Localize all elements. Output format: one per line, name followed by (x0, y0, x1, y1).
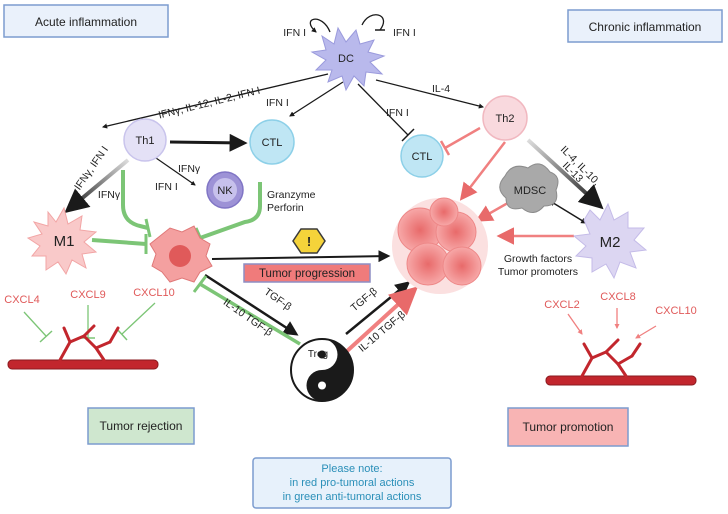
ctl-right-cell: CTL (400, 134, 444, 178)
dc-self-loop-right (361, 14, 385, 31)
mdsc-cell: MDSC (499, 163, 559, 213)
arrow-dc-ctl (289, 81, 344, 117)
tumor-promotion-label: Tumor promotion (523, 420, 614, 434)
label-cxcl4: CXCL4 (4, 294, 39, 306)
chronic-inflammation-box: Chronic inflammation (567, 9, 723, 43)
label-th1-m1: IFNγ, IFN I (72, 144, 111, 192)
note-green: in green anti-tumoral actions (283, 491, 422, 503)
blood-vessel-left (7, 324, 159, 370)
note-title: Please note: (321, 463, 382, 475)
label-il10-tgfb-2: IL-10 TGF-β (356, 309, 408, 355)
blood-vessel-right (545, 338, 697, 386)
ctl-right-label: CTL (412, 151, 433, 163)
acute-inflammation-label: Acute inflammation (35, 15, 137, 29)
green-inhibitions (23, 170, 301, 346)
tumor-progression-label: Tumor progression (259, 268, 355, 280)
label-cxcl10-left: CXCL10 (133, 287, 175, 299)
label-perforin: Perforin (267, 202, 304, 214)
label-th1-ifng-tumor: IFNγ (98, 189, 121, 201)
tumor-cell-small (149, 225, 213, 283)
treg-cell: Treg (290, 338, 354, 402)
arrow-th1-m1 (64, 158, 130, 214)
note-box: Please note: in red pro-tumoral actions … (252, 457, 452, 509)
label-tumor-promoters: Tumor promoters (498, 266, 578, 278)
svg-text:!: ! (307, 234, 311, 249)
th2-cell: Th2 (482, 95, 528, 141)
label-cxcl10-right: CXCL10 (655, 305, 697, 317)
arrow-tumor-treg (204, 273, 299, 336)
label-granzyme: Granzyme (267, 189, 316, 201)
label-cxcl9: CXCL9 (70, 289, 105, 301)
chronic-inflammation-label: Chronic inflammation (589, 20, 702, 34)
dc-cell: DC (310, 26, 386, 92)
treg-label: Treg (308, 349, 328, 360)
m1-label: M1 (54, 233, 75, 250)
ctl-left-cell: CTL (249, 119, 295, 165)
arrow-th1-ctl (169, 133, 248, 152)
label-th1-ifn1-nk: IFN I (155, 181, 178, 193)
label-dc-th1: IFNγ, IL-12, IL-2, IFN I (157, 85, 261, 122)
arrow-dc-th2 (375, 79, 485, 109)
m1-macrophage: M1 (26, 206, 98, 276)
mdsc-label: MDSC (514, 185, 546, 197)
label-cxcl8: CXCL8 (600, 291, 635, 303)
tumor-progression-box: Tumor progression (243, 263, 371, 283)
arrow-dc-th1 (101, 73, 329, 129)
arrow-tumor-progression (211, 250, 391, 263)
nk-cell: NK (206, 171, 244, 209)
nk-label: NK (217, 185, 233, 197)
tumor-cluster (392, 197, 488, 294)
m2-label: M2 (600, 234, 621, 251)
m2-macrophage: M2 (572, 202, 648, 280)
label-dc-ctl-right: IFN I (386, 107, 409, 119)
th1-label: Th1 (136, 135, 155, 147)
th1-cell: Th1 (123, 118, 167, 162)
label-dc-ctl: IFN I (266, 97, 289, 109)
label-growth-factors: Growth factors (504, 253, 572, 265)
inhibit-dc-ctl-right (357, 83, 409, 136)
tumor-rejection-label: Tumor rejection (100, 419, 183, 433)
label-dc-th2: IL-4 (432, 83, 450, 95)
acute-inflammation-box: Acute inflammation (3, 4, 169, 38)
dc-label: DC (338, 53, 354, 65)
th2-label: Th2 (496, 113, 515, 125)
tumor-rejection-box: Tumor rejection (87, 407, 195, 445)
label-cxcl2: CXCL2 (544, 299, 579, 311)
arrow-th1-nk (155, 157, 196, 186)
label-dc-self-left: IFN I (283, 27, 306, 39)
arrow-mdsc-m2 (548, 200, 588, 224)
dc-self-loop-left (309, 18, 331, 33)
label-tgfb-1: TGF-β (262, 286, 294, 313)
note-red: in red pro-tumoral actions (290, 477, 415, 489)
arrow-th2-m2 (526, 138, 604, 210)
label-dc-self-right: IFN I (393, 27, 416, 39)
warning-icon: ! (292, 228, 326, 254)
tumor-promotion-box: Tumor promotion (507, 407, 629, 447)
label-th1-ifng-nk: IFNγ (178, 163, 201, 175)
ctl-left-label: CTL (262, 137, 283, 149)
